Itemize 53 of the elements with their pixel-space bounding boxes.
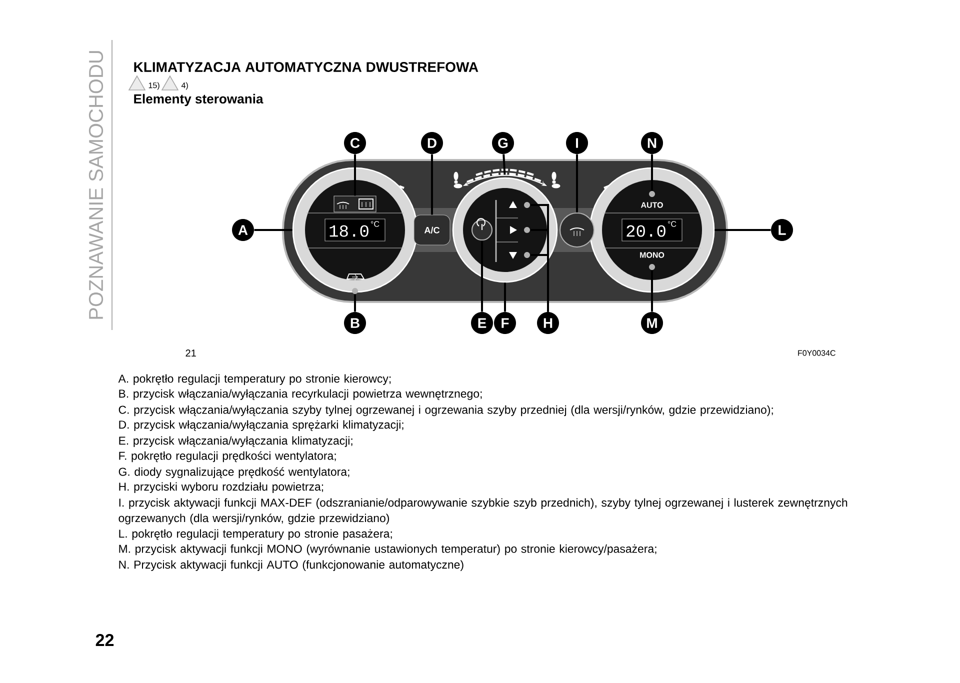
leader-line [431, 154, 433, 215]
subheading: Elementy sterowania [134, 94, 264, 106]
leader-line [254, 229, 292, 231]
callout-number: H [537, 312, 559, 334]
list-item: A. pokrętło regulacji temperatury po stronie kierowcy; [118, 374, 391, 385]
leader-line [354, 294, 356, 312]
unit-label: °C [668, 221, 676, 227]
list-item: F. pokrętło regulacji prędkości wentylatora; [119, 451, 336, 462]
mode-label: MONO [640, 252, 664, 258]
title: KLIMATYZACJA AUTOMATYCZNA DWUSTREFOWA [134, 62, 478, 72]
list-item: N. Przycisk aktywacji funkcji AUTO (funkcjonowanie automatyczne) [119, 560, 464, 571]
list-item: I. przycisk aktywacji funkcji MAX-DEF (odszranianie/odparowywanie szybkie szyb przednich), szyby tylnej ogrzewanej i lusterek zewnętrznych ogrzewanych (dla wersji/rynków, gdzie przewidziano) [118, 498, 848, 524]
note-reference: 4) [181, 82, 188, 90]
max-defrost-button [559, 212, 595, 248]
list-item: C. przycisk włączania/wyłączania szyby tylnej ogrzewanej i ogrzewania szyby przedniej (dla wersji/rynków, gdzie przewidziano); [118, 405, 773, 416]
callout-number: L [771, 219, 793, 241]
callout-number: C [344, 132, 366, 154]
callout-number: F [494, 312, 516, 334]
callout-number: G [492, 132, 514, 154]
leader-line [481, 240, 483, 312]
list-item: E. przycisk włączania/wyłączania klimatyzacji; [119, 436, 352, 447]
figure-number: 21 [186, 350, 196, 356]
leader-line [354, 154, 356, 196]
list-item: G. diody sygnalizujące prędkość wentylatora; [118, 467, 350, 478]
note-reference: 15) [148, 82, 160, 90]
leader-line [651, 270, 653, 312]
mode-label: AUTO [640, 202, 663, 208]
leader-line [504, 282, 506, 312]
list-item: M. przycisk aktywacji funkcji MONO (wyrównanie ustawionych temperatur) po stronie kierowcy/pasażera; [119, 544, 656, 556]
leader-line [530, 254, 549, 312]
callout-number: M [641, 312, 663, 334]
list-item: L. pokrętło regulacji temperatury po stronie pasażera; [119, 529, 392, 540]
leader-line [576, 154, 578, 212]
leader-line [651, 154, 653, 191]
callout-number: N [641, 132, 663, 154]
temperature-display: 20.0 [626, 225, 666, 237]
list-item: B. przycisk włączania/wyłączania recyrkulacji powietrza wewnętrznego; [119, 389, 482, 400]
unit-label: °C [371, 221, 380, 227]
list-item: H. przyciski wyboru rozdziału powietrza; [119, 482, 324, 493]
power-button [471, 219, 493, 241]
leader-line [502, 154, 506, 175]
callout-number: D [421, 132, 443, 154]
ac-button: A/C [414, 214, 450, 246]
side-heading: POZNAWANIE SAMOCHODU [88, 51, 104, 319]
callout-number: A [232, 219, 254, 241]
callout-number: B [344, 312, 366, 334]
list-item: D. przycisk włączania/wyłączania sprężarki klimatyzacji; [119, 420, 404, 431]
temperature-display: 18.0 [330, 225, 368, 237]
leader-line [714, 229, 771, 231]
callout-number: I [566, 132, 588, 154]
page-number: 22 [96, 634, 114, 646]
figure-code: F0Y0034C [798, 350, 836, 356]
callout-number: E [471, 312, 493, 334]
